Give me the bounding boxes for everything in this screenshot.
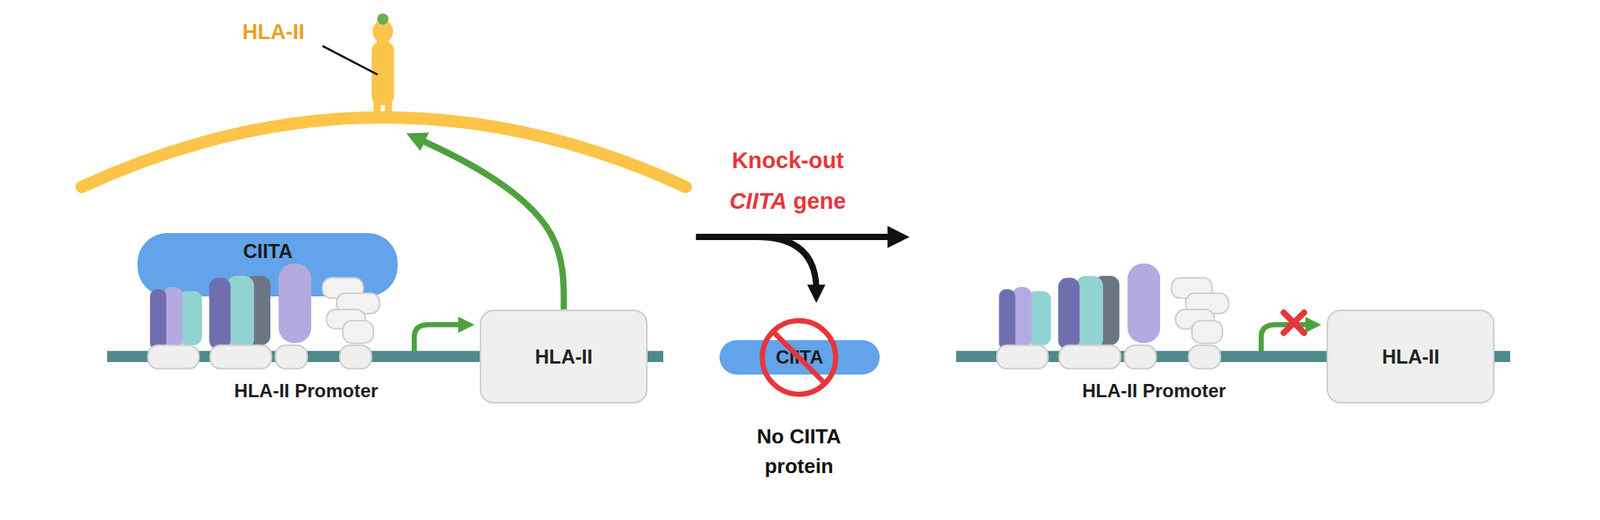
blocked-mark xyxy=(1283,312,1304,333)
text-label: HLA-II Promoter xyxy=(181,379,432,402)
leader-line xyxy=(322,46,379,75)
text-label: No CIITA protein xyxy=(732,421,866,481)
hla-ii-molecule: HLA-II xyxy=(359,10,416,138)
molecule-body xyxy=(371,41,395,105)
node-label: CIITA xyxy=(137,239,398,263)
cell-membrane xyxy=(81,117,686,187)
action-label: Knock-out xyxy=(662,147,913,174)
expression-arrow xyxy=(415,137,565,310)
transcription-arrow xyxy=(414,324,467,351)
gene-box: HLA-II xyxy=(1326,309,1496,404)
gene-box: HLA-II xyxy=(479,309,649,404)
prohibition-slash xyxy=(772,331,825,384)
text-label: HLA-II Promoter xyxy=(1028,379,1279,402)
bound-peptide xyxy=(377,13,389,25)
callout-label: HLA-II xyxy=(222,19,325,45)
connector-layer xyxy=(415,137,565,310)
branch-arrow xyxy=(757,236,817,290)
blocked-mark xyxy=(1283,312,1304,333)
prohibition-sign xyxy=(762,320,836,394)
node-label: CIITA xyxy=(775,345,824,369)
transcription-arrow xyxy=(1260,324,1314,351)
promoter-factors xyxy=(147,263,379,369)
process-arrow xyxy=(696,233,894,240)
text-label: gene xyxy=(786,188,847,214)
molecule-shape xyxy=(359,10,416,138)
protein-box: CIITA xyxy=(137,232,398,297)
node-label: HLA-II xyxy=(1382,344,1440,368)
gene-name: CIITA xyxy=(729,188,788,214)
action-label: CIITA gene xyxy=(662,188,913,215)
molecule-shape xyxy=(371,13,395,118)
node-label: HLA-II xyxy=(535,344,593,368)
protein-box: CIITA xyxy=(719,339,880,375)
promoter-factors xyxy=(996,263,1229,369)
